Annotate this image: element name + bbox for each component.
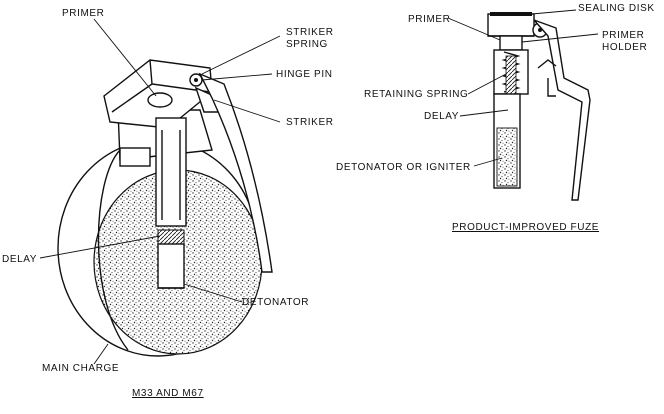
caption-product-improved-fuze: PRODUCT-IMPROVED FUZE — [452, 222, 599, 233]
delay-element — [157, 229, 185, 245]
label-striker-spring-line1: STRIKER — [286, 27, 334, 38]
fuze-head-right — [487, 13, 535, 37]
detonator-igniter-part — [496, 127, 518, 187]
label-primer-right: PRIMER — [408, 14, 451, 25]
label-delay: DELAY — [2, 254, 37, 265]
label-primer: PRIMER — [62, 8, 105, 19]
detonator-part — [157, 243, 185, 289]
grenade-cutaway-illustration — [57, 59, 273, 357]
label-hinge-pin: HINGE PIN — [276, 69, 333, 80]
fuze-body-tube — [155, 117, 187, 227]
label-detonator: DETONATOR — [242, 297, 309, 308]
sealing-disk-part — [490, 12, 532, 16]
label-main-charge: MAIN CHARGE — [42, 363, 119, 374]
label-detonator-or-igniter: DETONATOR OR IGNITER — [336, 162, 471, 173]
primer-part — [147, 92, 173, 108]
label-sealing-disk: SEALING DISK — [578, 3, 655, 14]
label-primer-holder-line1: PRIMER — [602, 30, 645, 41]
label-delay-right: DELAY — [424, 111, 459, 122]
label-striker: STRIKER — [286, 117, 334, 128]
primer-holder-part — [499, 35, 523, 51]
safety-lever-right — [533, 19, 591, 201]
label-striker-spring-line2: SPRING — [286, 39, 328, 50]
safety-lever — [198, 72, 273, 273]
product-improved-fuze-illustration — [487, 12, 591, 201]
label-retaining-spring: RETAINING SPRING — [364, 89, 468, 100]
caption-m33-m67: M33 AND M67 — [132, 388, 204, 399]
label-primer-holder-line2: HOLDER — [602, 42, 647, 53]
